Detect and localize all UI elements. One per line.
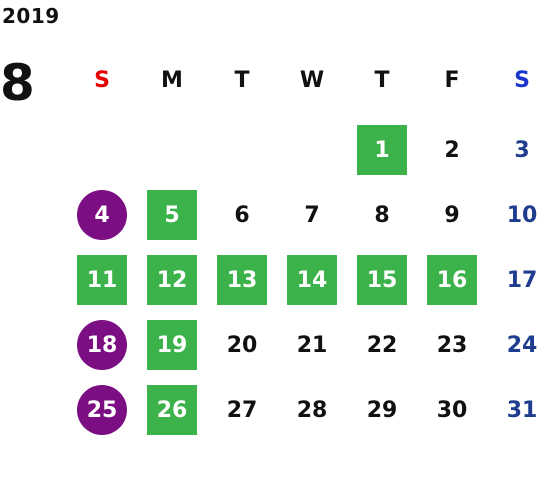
weekday-header-sunday: S	[94, 68, 110, 93]
day-cell-20[interactable]: 20	[226, 332, 258, 358]
day-cell-15[interactable]: 15	[357, 255, 407, 305]
month-number: 8	[0, 54, 35, 112]
day-cell-5[interactable]: 5	[147, 190, 197, 240]
day-cell-2[interactable]: 2	[444, 137, 460, 163]
day-cell-7[interactable]: 7	[304, 202, 320, 228]
day-cell-12[interactable]: 12	[147, 255, 197, 305]
weekday-header-wednesday: W	[299, 68, 325, 93]
weekday-header-thursday: T	[374, 68, 390, 93]
day-cell-13[interactable]: 13	[217, 255, 267, 305]
day-cell-14[interactable]: 14	[287, 255, 337, 305]
day-cell-16[interactable]: 16	[427, 255, 477, 305]
day-cell-19[interactable]: 19	[147, 320, 197, 370]
weekday-header-friday: F	[444, 68, 460, 93]
weekday-header-saturday: S	[514, 68, 530, 93]
day-cell-9[interactable]: 9	[444, 202, 460, 228]
day-cell-31[interactable]: 31	[506, 397, 538, 423]
day-cell-29[interactable]: 29	[366, 397, 398, 423]
weekday-header-tuesday: T	[234, 68, 250, 93]
day-cell-4[interactable]: 4	[77, 190, 127, 240]
day-cell-30[interactable]: 30	[436, 397, 468, 423]
day-cell-6[interactable]: 6	[234, 202, 250, 228]
day-cell-25[interactable]: 25	[77, 385, 127, 435]
day-cell-24[interactable]: 24	[506, 332, 538, 358]
day-cell-22[interactable]: 22	[366, 332, 398, 358]
day-cell-28[interactable]: 28	[296, 397, 328, 423]
day-cell-10[interactable]: 10	[506, 202, 538, 228]
day-cell-27[interactable]: 27	[226, 397, 258, 423]
weekday-header-monday: M	[161, 68, 183, 93]
day-cell-23[interactable]: 23	[436, 332, 468, 358]
day-cell-8[interactable]: 8	[374, 202, 390, 228]
year-label: 2019	[2, 4, 60, 28]
day-cell-18[interactable]: 18	[77, 320, 127, 370]
day-cell-3[interactable]: 3	[514, 137, 530, 163]
day-cell-11[interactable]: 11	[77, 255, 127, 305]
day-cell-1[interactable]: 1	[357, 125, 407, 175]
day-cell-17[interactable]: 17	[506, 267, 538, 293]
day-cell-21[interactable]: 21	[296, 332, 328, 358]
day-cell-26[interactable]: 26	[147, 385, 197, 435]
